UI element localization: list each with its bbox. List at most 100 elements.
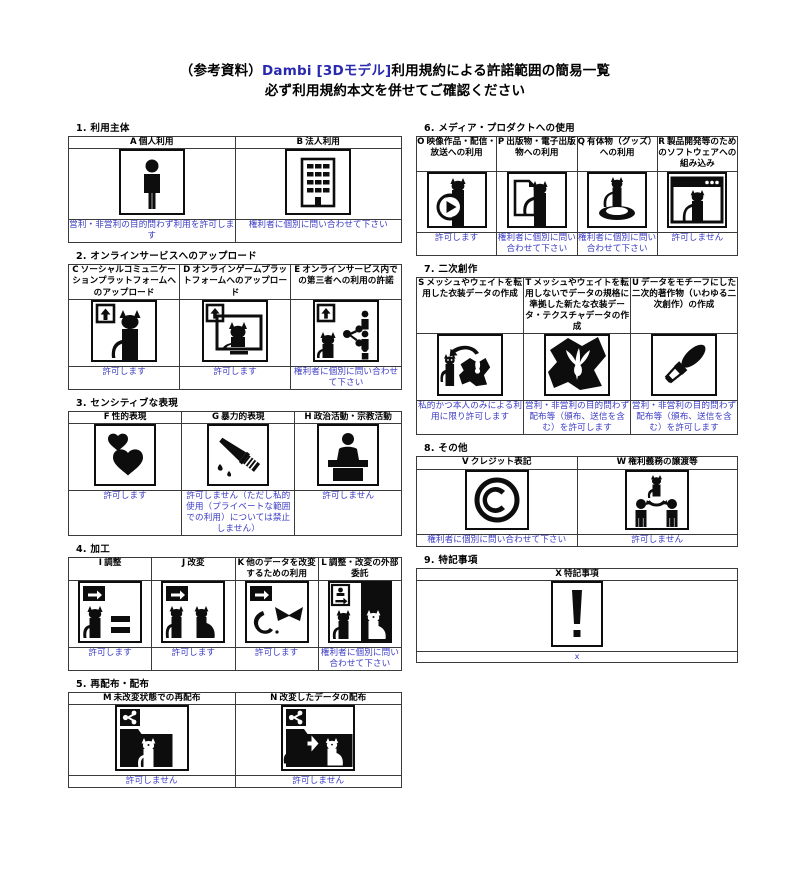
share-folder-cat-icon (114, 705, 189, 772)
cell-icon-T (523, 333, 632, 402)
cell-note-L: 権利者に個別に問い合わせて下さい (317, 647, 403, 672)
arrow-shape-icon (244, 581, 309, 644)
cell-icon-L (317, 580, 403, 649)
cell-icon-R (656, 170, 739, 233)
cell-note-F: 許可します (67, 489, 183, 536)
share-folder-two-cats-icon (281, 705, 356, 772)
note-row: 私的かつ本人のみによる利用に限り許可します 営利・非営利の目的問わず配布等（頒布… (415, 400, 738, 436)
item-code-K: K (237, 557, 245, 568)
cell-note-E: 権利者に個別に問い合わせて下さい (290, 365, 402, 390)
item-code-A: A (129, 137, 137, 147)
cell-icon-F (67, 422, 183, 491)
cell-note-D: 許可します (179, 365, 292, 390)
item-code-T: T (525, 277, 532, 288)
section-9-heading: 9. 特記事項 (424, 554, 478, 566)
cell-icon-W (576, 468, 738, 535)
item-code-Q: Q (577, 137, 586, 147)
page-cat-icon (506, 171, 567, 228)
cell-icon-N (234, 704, 402, 777)
cell-icon-G (181, 422, 296, 491)
icon-row (67, 580, 403, 649)
section-2-heading: 2. オンラインサービスへのアップロード (76, 251, 258, 263)
icon-row (67, 422, 402, 491)
cell-icon-X (416, 579, 738, 652)
section-8-heading: 8. その他 (424, 443, 468, 455)
upload-cat-icon (91, 299, 158, 362)
figurine-cat-icon (587, 171, 648, 228)
cell-note-X: x (416, 650, 738, 663)
icon-row (416, 579, 738, 652)
section-5-heading: 5. 再配布・配布 (76, 679, 150, 691)
cell-icon-V (416, 468, 578, 535)
section-1-heading: 1. 利用主体 (76, 123, 130, 134)
item-title-J: 改変 (187, 557, 205, 568)
page-title: （参考資料）Dambi [3Dモデル]利用規約による許諾範囲の簡易一覧 必ず利用… (0, 0, 790, 101)
copyright-icon (464, 469, 529, 530)
item-title-W: 権利義務の譲渡等 (628, 457, 698, 468)
title-prefix: （参考資料） (179, 63, 262, 79)
arrow-cat-equals-icon (78, 581, 143, 644)
cell-icon-S (415, 333, 525, 402)
cell-note-K: 許可します (234, 647, 319, 672)
cell-note-J: 許可します (151, 647, 236, 672)
item-code-D: D (183, 265, 191, 276)
cell-note-R: 許可しません (656, 231, 739, 256)
cell-note-O: 許可します (415, 231, 498, 256)
note-row: 権利者に個別に問い合わせて下さい 許可しません (416, 533, 738, 547)
cell-note-U: 営利・非営利の目的問わず配布等（頒布、送信を含む）を許可します (630, 400, 738, 436)
item-code-N: N (270, 693, 278, 704)
cell-note-Q: 権利者に個別に問い合わせて下さい (576, 231, 658, 256)
cell-icon-D (179, 298, 292, 367)
item-code-I: I (98, 557, 103, 568)
cell-note-N: 許可しません (234, 775, 402, 789)
transfer-people-cat-icon (625, 469, 690, 530)
cell-note-H: 許可しません (294, 489, 402, 536)
item-title-Q: 有体物（グッズ）への利用 (587, 137, 657, 159)
title-accent: Dambi [3Dモデル] (261, 63, 392, 79)
item-code-L: L (321, 557, 327, 568)
cell-icon-P (496, 170, 578, 233)
hearts-icon (94, 423, 157, 486)
arrow-two-cats-icon (161, 581, 226, 644)
building-icon (285, 149, 352, 216)
cell-icon-A (68, 148, 236, 221)
item-title-M: 未改変状態での再配布 (113, 693, 201, 704)
cell-icon-H (294, 422, 402, 491)
item-title-G: 暴力的表現 (221, 411, 265, 422)
item-title-R: 製品開発等のためのソフトウェアへの組み込み (658, 137, 737, 170)
item-title-A: 個人利用 (138, 137, 174, 147)
note-row: 許可します 許可します 許可します 権利者に個別に問い合わせて下さい (67, 647, 403, 672)
cell-note-P: 権利者に個別に問い合わせて下さい (496, 231, 578, 256)
cell-note-A: 営利・非営利の目的問わず利用を許可します (68, 219, 236, 244)
item-code-E: E (294, 265, 301, 276)
item-code-W: W (616, 457, 627, 468)
cell-icon-U (630, 333, 738, 402)
item-code-H: H (304, 411, 312, 422)
item-title-U: データをモチーフにした二次的著作物（いわゆる二次創作）の作成 (631, 277, 737, 310)
item-code-P: P (497, 137, 505, 147)
icon-row (416, 468, 738, 535)
